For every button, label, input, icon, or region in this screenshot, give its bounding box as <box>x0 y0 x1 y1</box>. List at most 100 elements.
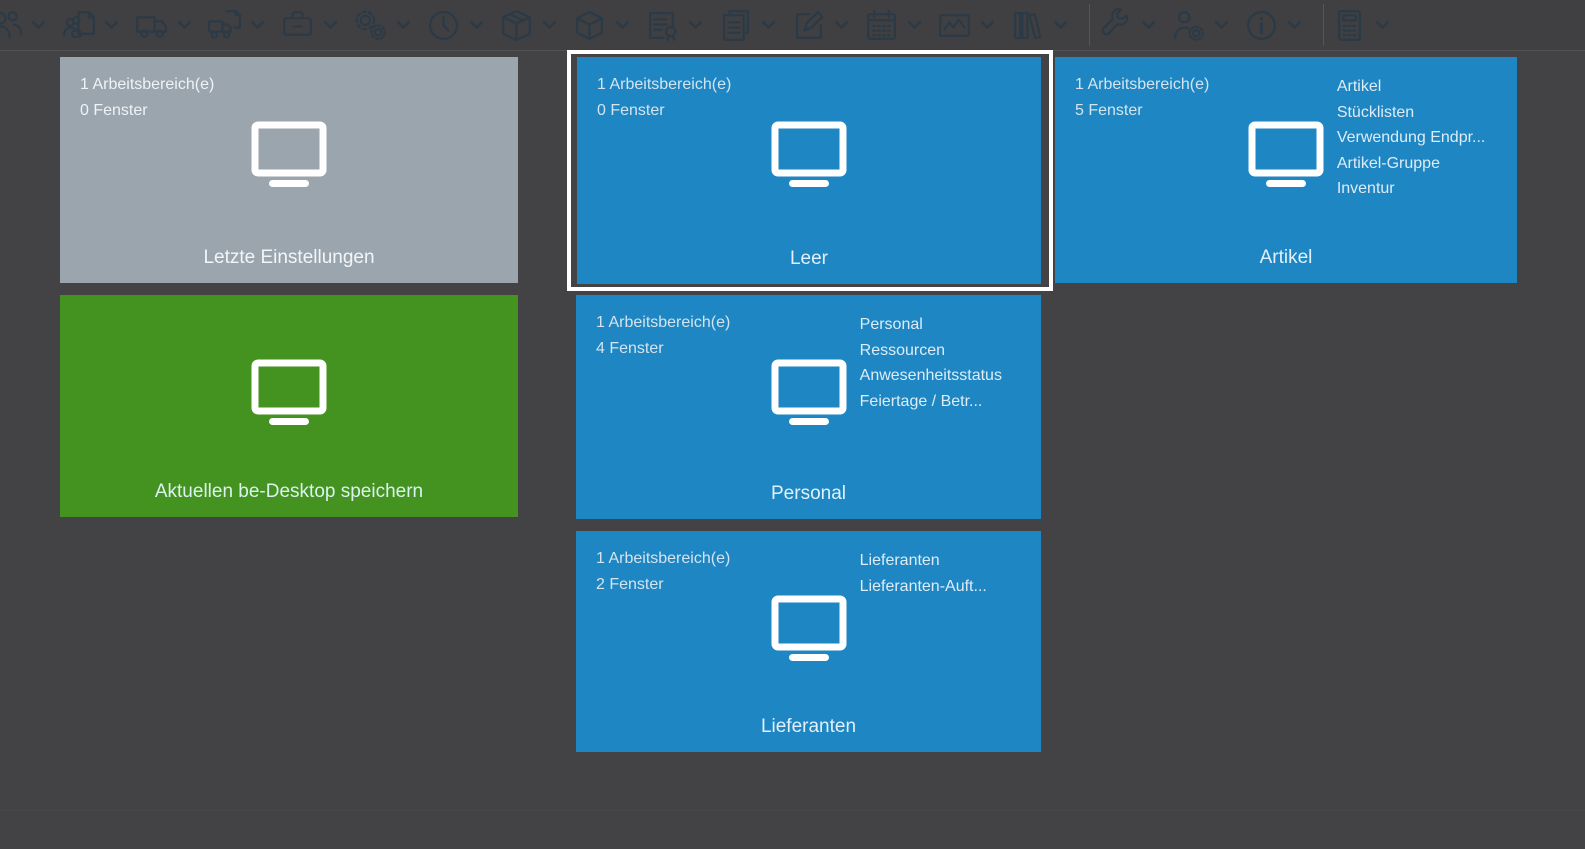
chevron-down-icon[interactable] <box>541 18 558 32</box>
edit-icon <box>790 7 827 44</box>
tile-title: Letzte Einstellungen <box>203 247 375 268</box>
tile-counters: 1 Arbeitsbereich(e) 5 Fenster <box>1075 72 1209 124</box>
monitor-icon <box>250 359 328 427</box>
toolbar-button-time[interactable] <box>425 7 498 44</box>
toolbar-button-calendar[interactable] <box>863 7 936 44</box>
chevron-down-icon[interactable] <box>1286 18 1303 32</box>
workspace-window-item: Inventur <box>1336 180 1395 197</box>
workspace-window-item: Personal <box>859 316 923 333</box>
monitor-icon <box>250 121 328 189</box>
toolbar-button-personnel-document[interactable] <box>60 7 133 44</box>
workspace-count: 1 Arbeitsbereich(e) <box>1075 76 1210 93</box>
tile-title: Artikel <box>1259 247 1313 268</box>
toolbar-button-calculator[interactable] <box>1331 7 1404 44</box>
chevron-down-icon[interactable] <box>1374 18 1391 32</box>
toolbar-button-package[interactable] <box>498 7 571 44</box>
workspace-window-item: Verwendung Endpr... <box>1336 129 1486 146</box>
workspace-window-item: Ressourcen <box>859 341 946 359</box>
workspace-count: 1 Arbeitsbereich(e) <box>80 76 215 93</box>
tile-counters: 1 Arbeitsbereich(e) 2 Fenster <box>596 546 730 598</box>
toolbar-button-user-settings[interactable] <box>1170 7 1243 44</box>
customers-icon <box>0 7 24 44</box>
window-count: 2 Fenster <box>596 576 664 593</box>
workspace-window-list: Artikel Stücklisten Verwendung Endpr... … <box>1337 74 1486 202</box>
toolbar-button-document-certificate[interactable] <box>644 7 717 44</box>
toolbar-button-copy-documents[interactable] <box>717 7 790 44</box>
monitor-icon <box>1247 121 1325 189</box>
chevron-down-icon[interactable] <box>614 18 631 32</box>
chevron-down-icon[interactable] <box>103 18 120 32</box>
truck-icon <box>133 7 170 44</box>
chevron-down-icon[interactable] <box>979 18 996 32</box>
cube-icon <box>571 7 608 44</box>
workspace-window-list: Personal Ressourcen Anwesenheitsstatus F… <box>860 312 1002 414</box>
toolbar-button-edit[interactable] <box>790 7 863 44</box>
tile-artikel[interactable]: 1 Arbeitsbereich(e) 5 Fenster Artikel St… <box>1055 57 1517 283</box>
toolbar-button-truck-document[interactable] <box>206 7 279 44</box>
chevron-down-icon[interactable] <box>833 18 850 32</box>
toolbar-button-info[interactable] <box>1243 7 1316 44</box>
tile-letzte-einstellungen[interactable]: 1 Arbeitsbereich(e) 0 Fenster Letzte Ein… <box>60 57 518 283</box>
chevron-down-icon[interactable] <box>30 18 47 32</box>
chevron-down-icon[interactable] <box>906 18 923 32</box>
tile-lieferanten[interactable]: 1 Arbeitsbereich(e) 2 Fenster Lieferante… <box>576 531 1041 752</box>
chevron-down-icon[interactable] <box>1213 18 1230 32</box>
activity-chart-icon <box>936 7 973 44</box>
toolbar-button-activity-chart[interactable] <box>936 7 1009 44</box>
main-toolbar <box>0 0 1585 51</box>
toolbar-button-cube[interactable] <box>571 7 644 44</box>
wrench-icon <box>1097 7 1134 44</box>
content-divider <box>0 810 1585 811</box>
user-gear-icon <box>1170 7 1207 44</box>
workspace-window-item: Lieferanten <box>859 552 940 569</box>
chevron-down-icon[interactable] <box>395 18 412 32</box>
workspace-window-item: Artikel-Gruppe <box>1336 154 1440 172</box>
chevron-down-icon[interactable] <box>760 18 777 32</box>
workspace-count: 1 Arbeitsbereich(e) <box>597 76 732 93</box>
package-icon <box>498 7 535 44</box>
toolbar-button-tools[interactable] <box>1097 7 1170 44</box>
chevron-down-icon[interactable] <box>249 18 266 32</box>
window-count: 0 Fenster <box>80 102 148 119</box>
books-icon <box>1009 7 1046 44</box>
tile-be-desktop-speichern[interactable]: Aktuellen be-Desktop speichern <box>60 295 518 517</box>
toolbar-button-truck[interactable] <box>133 7 206 44</box>
toolbar-separator <box>1323 4 1324 46</box>
chevron-down-icon[interactable] <box>468 18 485 32</box>
chevron-down-icon[interactable] <box>1140 18 1157 32</box>
copy-documents-icon <box>717 7 754 44</box>
briefcase-icon <box>279 7 316 44</box>
tile-title: Leer <box>789 248 829 269</box>
calculator-icon <box>1331 7 1368 44</box>
toolbar-button-settings-gears[interactable] <box>352 7 425 44</box>
tile-counters: 1 Arbeitsbereich(e) 0 Fenster <box>597 72 731 124</box>
chevron-down-icon[interactable] <box>687 18 704 32</box>
calendar-icon <box>863 7 900 44</box>
monitor-icon <box>770 595 848 663</box>
clock-icon <box>425 7 462 44</box>
toolbar-button-books[interactable] <box>1009 7 1082 44</box>
tile-personal[interactable]: 1 Arbeitsbereich(e) 4 Fenster Personal R… <box>576 295 1041 519</box>
workspace-count: 1 Arbeitsbereich(e) <box>596 314 731 331</box>
chevron-down-icon[interactable] <box>1052 18 1069 32</box>
workspace-window-item: Anwesenheitsstatus <box>859 367 1002 384</box>
tile-title: Lieferanten <box>760 716 857 737</box>
toolbar-button-customers[interactable] <box>0 7 60 44</box>
workspace-count: 1 Arbeitsbereich(e) <box>596 550 731 567</box>
tile-title: Personal <box>771 483 846 504</box>
toolbar-separator <box>1089 4 1090 46</box>
tile-title: Aktuellen be-Desktop speichern <box>154 481 424 502</box>
toolbar-button-briefcase[interactable] <box>279 7 352 44</box>
window-count: 4 Fenster <box>596 340 664 357</box>
tile-leer[interactable]: 1 Arbeitsbereich(e) 0 Fenster Leer <box>577 57 1041 284</box>
workspace-window-item: Lieferanten-Auft... <box>859 577 987 595</box>
workspace-window-item: Stücklisten <box>1336 103 1415 121</box>
monitor-icon <box>770 121 848 189</box>
chevron-down-icon[interactable] <box>322 18 339 32</box>
workspace-window-item: Feiertage / Betr... <box>859 392 983 410</box>
document-certificate-icon <box>644 7 681 44</box>
workspace-window-list: Lieferanten Lieferanten-Auft... <box>860 548 987 599</box>
info-icon <box>1243 7 1280 44</box>
chevron-down-icon[interactable] <box>176 18 193 32</box>
